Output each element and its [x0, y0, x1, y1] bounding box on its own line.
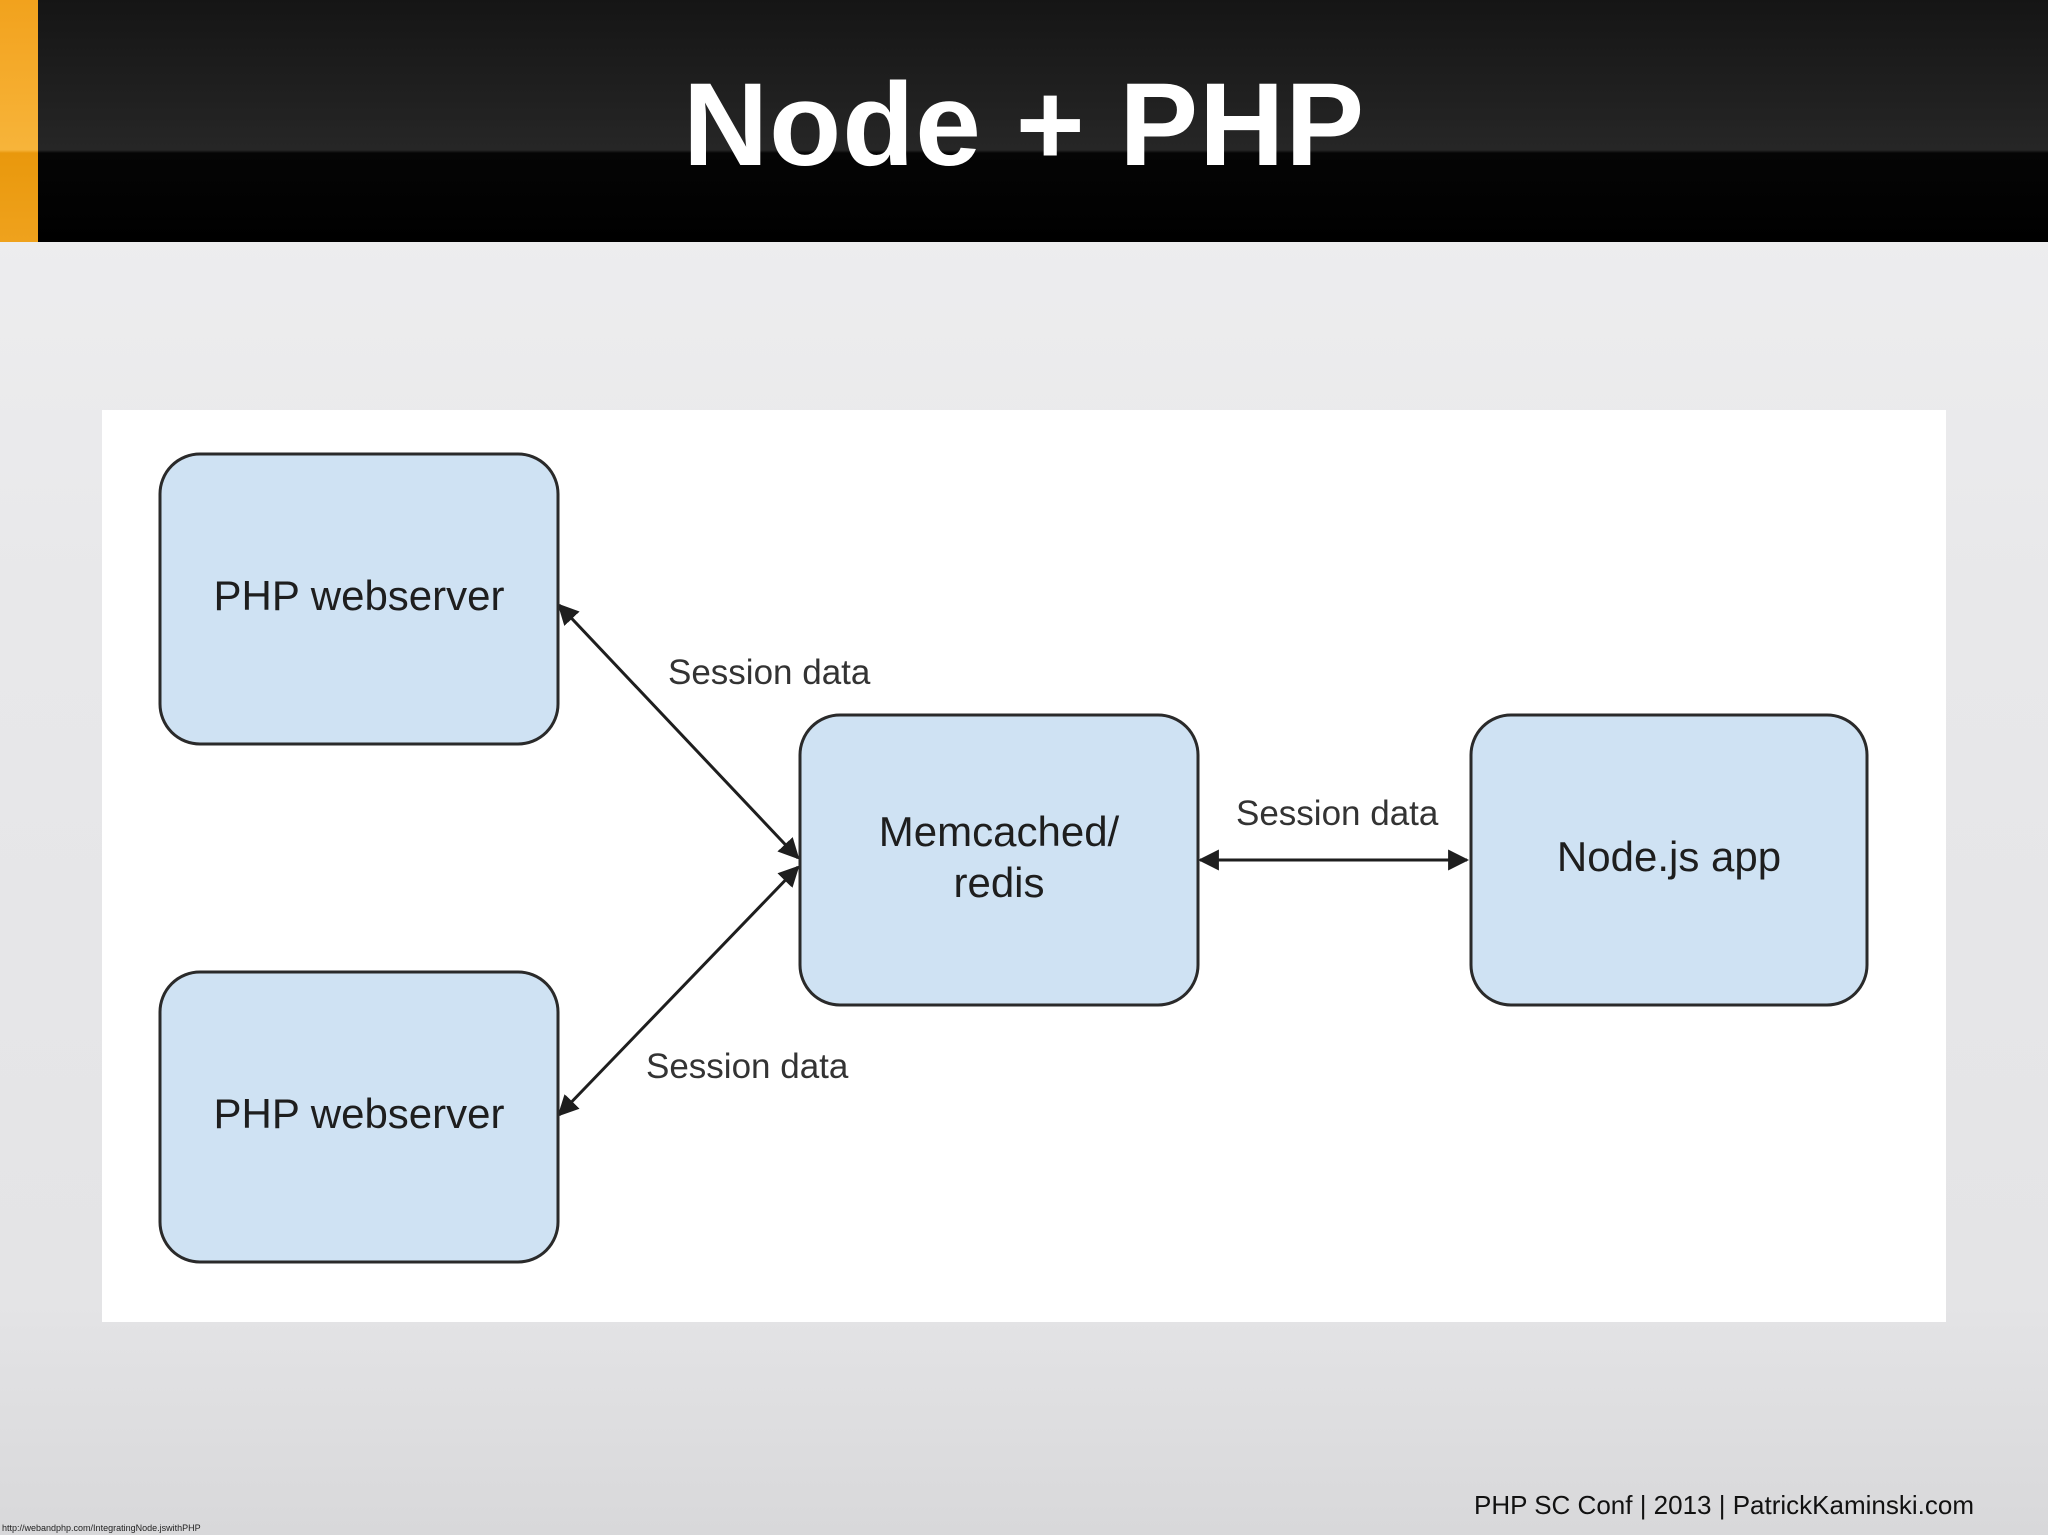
node-label-nodejs-app: Node.js app	[1557, 833, 1781, 880]
node-label-memcached-line2: redis	[953, 859, 1044, 906]
title-bar: Node + PHP	[0, 0, 2048, 242]
edge-label-php1-cache: Session data	[668, 653, 871, 692]
edge-php2-cache	[557, 865, 800, 1117]
edge-label-php2-cache: Session data	[646, 1047, 849, 1086]
footer-credit: PHP SC Conf | 2013 | PatrickKaminski.com	[1474, 1490, 1974, 1520]
diagram-panel: Session data Session data Session data P…	[102, 410, 1946, 1322]
node-php-webserver-1: PHP webserver	[158, 452, 560, 746]
architecture-diagram: Session data Session data Session data P…	[158, 452, 1869, 1264]
accent-strip	[0, 0, 38, 242]
edge-label-cache-node: Session data	[1236, 794, 1439, 833]
node-memcached-redis: Memcached/ redis	[798, 713, 1200, 1007]
node-label-memcached-line1: Memcached/	[879, 808, 1120, 855]
node-label-php-webserver-2: PHP webserver	[213, 1090, 504, 1137]
edge-php1-cache	[557, 603, 800, 860]
node-nodejs-app: Node.js app	[1469, 713, 1869, 1007]
source-url-link[interactable]: http://webandphp.com/IntegratingNode.jsw…	[2, 1523, 201, 1533]
slide-title: Node + PHP	[682, 59, 1366, 191]
node-php-webserver-2: PHP webserver	[158, 970, 560, 1264]
node-label-php-webserver-1: PHP webserver	[213, 572, 504, 619]
